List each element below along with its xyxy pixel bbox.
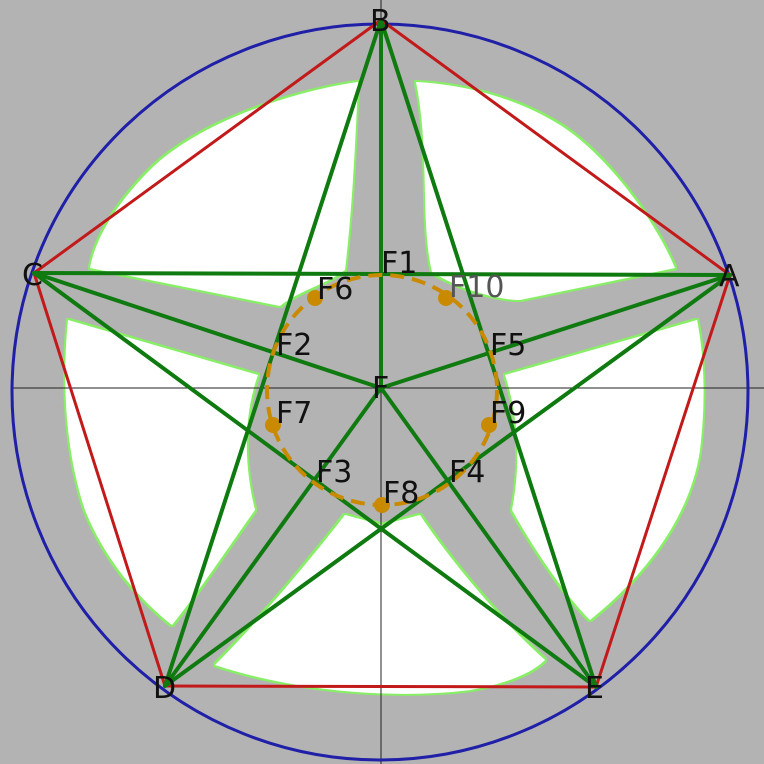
label-f8: F8: [383, 476, 419, 511]
pentagon-edge-de: [163, 684, 598, 689]
label-f9: F9: [490, 396, 526, 431]
pentagon-edge-ea: [594, 273, 732, 689]
petal-group: [65, 82, 704, 694]
label-f1: F1: [381, 246, 417, 281]
star-lines: [32, 18, 732, 689]
pentagon-edges: [32, 18, 732, 689]
label-f3: F3: [316, 455, 352, 490]
vertex-label-b: B: [370, 4, 391, 39]
vertex-label-d: D: [153, 671, 176, 706]
pentagon-edge-ab: [379, 18, 732, 277]
star-line-df: [163, 386, 383, 688]
star-line-cf: [32, 271, 383, 390]
pentagon-edge-bc: [32, 18, 383, 275]
point-f8: [374, 497, 390, 513]
point-f6: [307, 290, 323, 306]
label-f7: F7: [276, 396, 312, 431]
vertex-label-c: C: [22, 258, 43, 293]
petal-top-left: [90, 82, 358, 306]
point-f10: [438, 290, 454, 306]
center-label-f: F: [372, 371, 389, 406]
vertex-label-e: E: [585, 671, 604, 706]
petal-bottom: [215, 515, 545, 694]
point-f9: [481, 417, 497, 433]
label-f2: F2: [276, 328, 312, 363]
vertex-label-a: A: [719, 259, 740, 294]
petal-right: [505, 320, 704, 620]
label-f4: F4: [449, 455, 485, 490]
petal-top-right: [416, 82, 675, 300]
point-f7: [265, 417, 281, 433]
star-line-af: [379, 273, 732, 390]
label-f6: F6: [317, 272, 353, 307]
star-line-ef: [379, 386, 598, 689]
incircle-points: [265, 290, 497, 513]
label-f10: F10: [449, 270, 504, 305]
label-f5: F5: [490, 328, 526, 363]
pentagon-edge-cd: [32, 271, 167, 688]
